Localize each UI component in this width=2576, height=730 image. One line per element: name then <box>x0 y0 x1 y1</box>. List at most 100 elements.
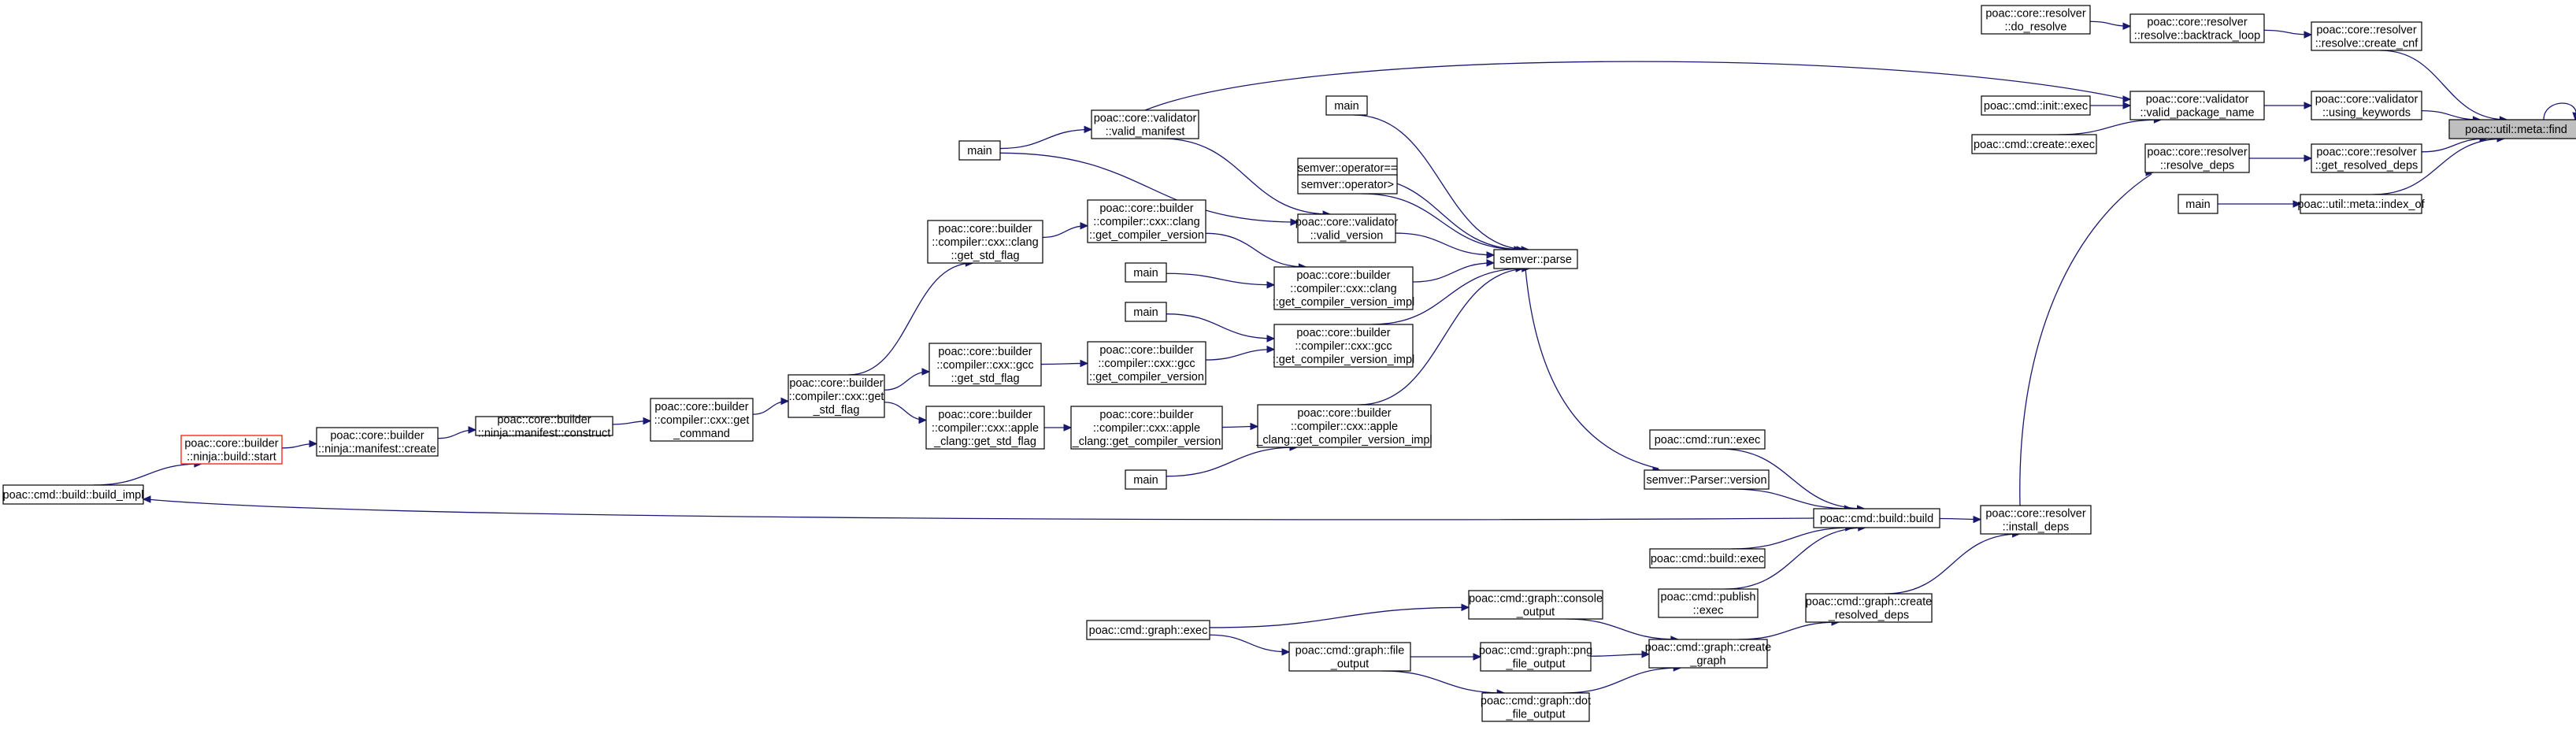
node-op-gt[interactable]: semver::operator> <box>1297 174 1398 195</box>
node-label: semver::operator== <box>1298 162 1398 175</box>
node-using-keywords[interactable]: poac::core::validator::using_keywords <box>2311 91 2422 120</box>
call-edge-build_build-to-build_impl <box>142 495 1814 521</box>
node-label: _output <box>1516 606 1555 619</box>
node-create-resolved-deps[interactable]: poac::cmd::graph::create_resolved_deps <box>1805 593 1933 623</box>
node-label: poac::core::builder <box>1099 344 1193 357</box>
node-label: poac::core::validator <box>2146 94 2249 106</box>
node-label: poac::cmd::graph::create <box>1806 596 1932 609</box>
node-build-build[interactable]: poac::cmd::build::build <box>1813 508 1940 528</box>
node-get-command[interactable]: poac::core::builder::compiler::cxx::get_… <box>650 398 754 442</box>
node-main-b[interactable]: main <box>958 140 1001 161</box>
call-edge-main_b-to-valid_manifest <box>999 125 1093 150</box>
node-label: poac::core::builder <box>1099 409 1193 421</box>
node-valid-version[interactable]: poac::core::validator::valid_version <box>1295 213 1399 243</box>
call-edge-gcc_std-to-gcc_ver <box>1040 359 1089 368</box>
call-edge-main_b-to-valid_version <box>999 152 1299 226</box>
node-label: main <box>1334 100 1358 113</box>
node-main-idx[interactable]: main <box>2178 194 2218 214</box>
node-label: ::exec <box>1693 605 1724 617</box>
node-apple-std[interactable]: poac::core::builder::compiler::cxx::appl… <box>925 406 1045 450</box>
node-dot-file-output[interactable]: poac::cmd::graph::dot_file_output <box>1481 692 1591 722</box>
call-edge-install_deps-to-resolve_deps <box>2019 169 2155 506</box>
node-parser-version[interactable]: semver::Parser::version <box>1644 469 1770 490</box>
node-label: ::get_resolved_deps <box>2315 160 2418 172</box>
node-apple-impl[interactable]: poac::core::builder::compiler::cxx::appl… <box>1255 404 1433 448</box>
node-label: poac::cmd::build::exec <box>1651 553 1764 565</box>
function-nodes: poac::util::meta::findpoac::core::resolv… <box>2 5 2576 722</box>
node-backtrack-loop[interactable]: poac::core::resolver::resolve::backtrack… <box>2129 13 2265 43</box>
node-label: _clang::get_std_flag <box>933 435 1036 448</box>
node-main-c[interactable]: main <box>1125 262 1167 283</box>
node-clang-std[interactable]: poac::core::builder::compiler::cxx::clan… <box>927 220 1043 264</box>
node-label: main <box>1133 474 1158 487</box>
node-gcc-std[interactable]: poac::core::builder::compiler::cxx::gcc:… <box>928 343 1042 387</box>
node-label: poac::core::builder <box>1099 202 1193 215</box>
node-label: poac::core::builder <box>1296 269 1390 282</box>
node-publish-exec[interactable]: poac::cmd::publish::exec <box>1658 588 1759 618</box>
node-build-impl[interactable]: poac::cmd::build::build_impl <box>2 484 144 505</box>
node-label: ::resolve_deps <box>2160 160 2234 172</box>
call-edge-build_exec-to-build_build <box>1731 524 1854 550</box>
node-semver-parse[interactable]: semver::parse <box>1493 249 1578 269</box>
node-find[interactable]: poac::util::meta::find <box>2448 119 2576 139</box>
node-clang-ver[interactable]: poac::core::builder::compiler::cxx::clan… <box>1087 199 1206 243</box>
node-label: _output <box>1330 658 1369 671</box>
node-label: poac::core::builder <box>1296 327 1390 339</box>
node-get-resolved-deps[interactable]: poac::core::resolver::get_resolved_deps <box>2311 143 2422 173</box>
node-valid-package-name[interactable]: poac::core::validator::valid_package_nam… <box>2129 91 2265 120</box>
node-label: _graph <box>1689 655 1725 668</box>
node-run-exec[interactable]: poac::cmd::run::exec <box>1649 429 1766 450</box>
node-label: ::compiler::cxx::clang <box>932 236 1038 249</box>
call-edge-init_exec-to-valid_package_name <box>2090 102 2132 109</box>
node-graph-exec[interactable]: poac::cmd::graph::exec <box>1086 620 1210 640</box>
node-label: ::valid_version <box>1310 230 1384 243</box>
node-label: poac::util::meta::find <box>2465 124 2567 136</box>
node-gcc-ver[interactable]: poac::core::builder::compiler::cxx::gcc:… <box>1087 341 1206 385</box>
node-get-std-flag[interactable]: poac::core::builder::compiler::cxx::get_… <box>788 374 885 418</box>
node-op-eq[interactable]: semver::operator== <box>1297 157 1398 178</box>
node-create-graph[interactable]: poac::cmd::graph::create_graph <box>1645 639 1771 669</box>
node-gcc-impl[interactable]: poac::core::builder::compiler::cxx::gcc:… <box>1273 324 1415 368</box>
node-main-e[interactable]: main <box>1125 469 1167 490</box>
node-init-exec[interactable]: poac::cmd::init::exec <box>1981 95 2091 116</box>
node-main-a[interactable]: main <box>1325 95 1368 116</box>
call-edge-main_c-to-clang_impl <box>1166 272 1276 289</box>
node-clang-impl[interactable]: poac::core::builder::compiler::cxx::clan… <box>1273 266 1415 310</box>
node-label: poac::core::builder <box>938 409 1032 421</box>
node-manifest-create[interactable]: poac::core::builder::ninja::manifest::cr… <box>316 427 439 457</box>
node-index-of[interactable]: poac::util::meta::index_of <box>2297 194 2426 214</box>
node-file-output[interactable]: poac::cmd::graph::file_output <box>1288 642 1411 672</box>
node-console-output[interactable]: poac::cmd::graph::console_output <box>1468 590 1603 620</box>
node-label: poac::cmd::init::exec <box>1984 100 2088 113</box>
node-png-file-output[interactable]: poac::cmd::graph::png_file_output <box>1479 642 1592 672</box>
node-construct[interactable]: poac::core::builder::ninja::manifest::co… <box>475 414 613 440</box>
node-create-cnf[interactable]: poac::core::resolver::resolve::create_cn… <box>2311 21 2422 51</box>
node-label: ::do_resolve <box>2005 21 2067 34</box>
node-main-d[interactable]: main <box>1125 302 1167 322</box>
node-label: poac::cmd::graph::create <box>1645 642 1771 654</box>
node-label: poac::cmd::graph::png <box>1479 645 1592 658</box>
node-label: ::compiler::cxx::gcc <box>936 359 1033 372</box>
node-label: poac::core::builder <box>938 346 1032 358</box>
node-build-exec[interactable]: poac::cmd::build::exec <box>1649 548 1766 569</box>
node-apple-ver[interactable]: poac::core::builder::compiler::cxx::appl… <box>1070 406 1223 450</box>
node-resolve-deps[interactable]: poac::core::resolver::resolve_deps <box>2144 143 2250 173</box>
node-label: ::resolve::backtrack_loop <box>2134 30 2260 43</box>
node-label: poac::core::builder <box>938 223 1032 235</box>
node-label: ::get_compiler_version_impl <box>1273 354 1415 366</box>
node-label: poac::core::validator <box>1094 113 1197 125</box>
call-edge-get_command-to-get_std_flag <box>752 397 790 415</box>
node-ninja-start[interactable]: poac::core::builder::ninja::build::start <box>180 435 283 465</box>
node-create-exec[interactable]: poac::cmd::create::exec <box>1971 134 2097 154</box>
node-install-deps[interactable]: poac::core::resolver::install_deps <box>1980 505 2092 535</box>
node-label: _clang::get_compiler_version <box>1072 435 1221 448</box>
node-label: ::get_compiler_version_impl <box>1273 296 1415 309</box>
node-label: poac::cmd::graph::dot <box>1481 695 1591 708</box>
node-do-resolve[interactable]: poac::core::resolver::do_resolve <box>1981 5 2091 35</box>
node-label: poac::util::meta::index_of <box>2297 198 2425 211</box>
node-label: poac::core::builder <box>497 414 591 427</box>
node-label: _file_output <box>1506 709 1566 721</box>
node-valid-manifest[interactable]: poac::core::validator::valid_manifest <box>1091 109 1199 139</box>
node-label: poac::cmd::create::exec <box>1974 139 2095 151</box>
